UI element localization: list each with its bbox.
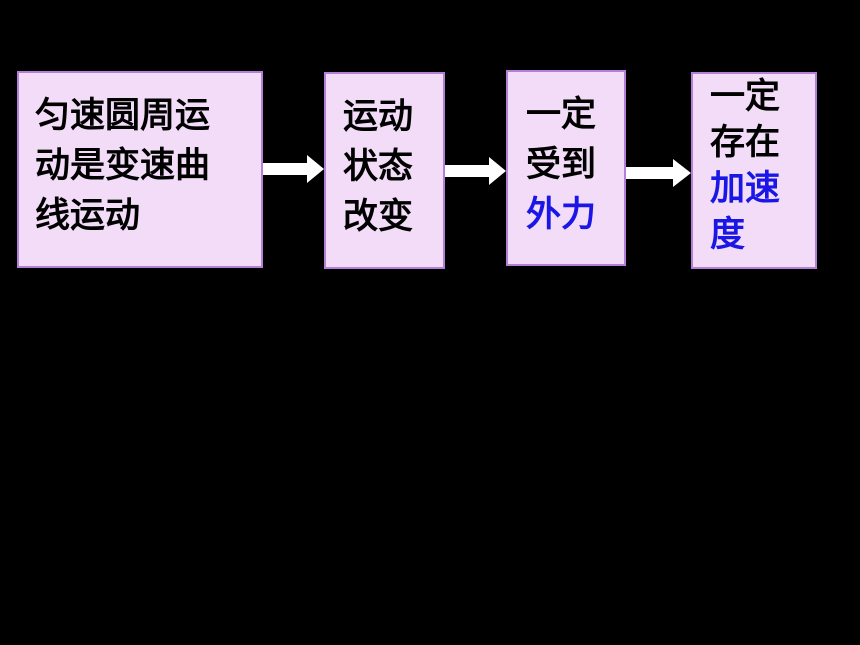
step-text-line: 存在	[710, 123, 781, 163]
step-highlight-text: 外力	[526, 195, 597, 235]
step-text-line: 运动	[343, 97, 414, 137]
step-text-line: 线运动	[35, 196, 141, 236]
step-highlight-text: 加速	[710, 169, 781, 209]
flow-step-uniform-circular-motion: 匀速圆周运 动是变速曲 线运动	[17, 71, 263, 268]
step-text-line: 状态	[343, 147, 414, 187]
step-text-line: 一定	[710, 77, 781, 117]
step-text-line: 一定	[526, 95, 597, 135]
step-highlight-text: 度	[710, 215, 746, 255]
flow-step-motion-state-change: 运动 状态 改变	[324, 72, 445, 269]
flow-step-acceleration: 一定 存在 加速 度	[691, 72, 817, 269]
arrow-right-icon	[626, 157, 691, 189]
arrow-right-icon	[263, 153, 324, 185]
step-text-line: 受到	[526, 145, 597, 185]
step-text-line: 匀速圆周运	[35, 96, 211, 136]
step-text-line: 改变	[343, 197, 414, 237]
arrow-right-icon	[445, 155, 506, 187]
step-text-line: 动是变速曲	[35, 146, 211, 186]
flow-step-external-force: 一定 受到 外力	[506, 70, 626, 266]
